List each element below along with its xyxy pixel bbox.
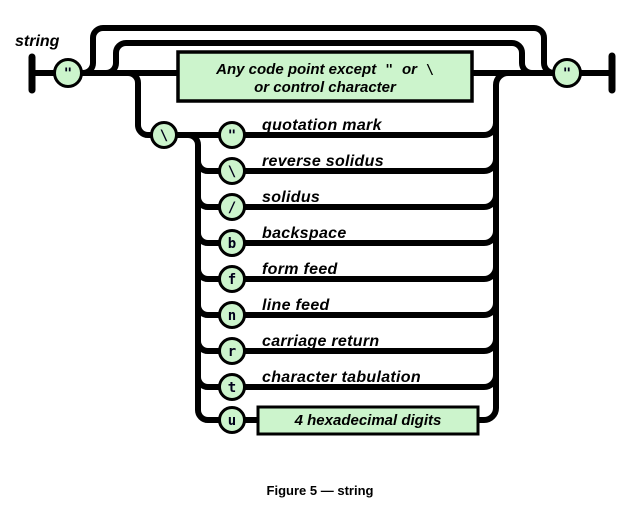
content-box-line1: Any code point except " or \: [215, 61, 434, 78]
escape-row-carriage-return: r carriage return: [218, 333, 379, 365]
escape-glyph: ": [228, 128, 236, 144]
escape-prefix-circle: [150, 121, 178, 149]
escape-row-backspace: b backspace: [218, 225, 347, 257]
escape-row-reverse-solidus: \ reverse solidus: [218, 153, 384, 185]
escape-glyph: u: [228, 413, 236, 429]
escape-glyph-circle: [218, 337, 246, 365]
close-quote-node: ": [552, 58, 582, 88]
escape-row-character-tabulation: t character tabulation: [218, 369, 421, 401]
escape-row-label: solidus: [262, 189, 320, 206]
hex-digits-label: 4 hexadecimal digits: [294, 412, 442, 429]
bypass-line: [82, 25, 555, 76]
escape-glyph: n: [228, 308, 236, 324]
escape-glyph-circle: [218, 406, 246, 434]
escape-row-label: backspace: [262, 225, 347, 242]
rule-name-label: string: [15, 33, 60, 50]
repeat-loop-line: [105, 40, 533, 76]
close-quote-glyph: ": [563, 66, 571, 82]
open-quote-node: ": [53, 58, 83, 88]
escape-row-label: form feed: [262, 261, 339, 278]
escape-glyph: /: [228, 200, 236, 216]
escape-glyph-circle: [218, 193, 246, 221]
track-lines: [28, 25, 616, 423]
content-box-quote-glyph: ": [385, 63, 393, 78]
escape-row-quotation-mark: " quotation mark: [218, 117, 383, 149]
escape-prefix-glyph: \: [160, 128, 168, 144]
open-quote-circle: [53, 58, 83, 88]
escape-row-label: carriage return: [262, 333, 379, 350]
escape-glyph-circle: [218, 121, 246, 149]
escape-glyph-circle: [218, 229, 246, 257]
content-box: Any code point except " or \ or control cha…: [176, 50, 474, 103]
escape-left-branches: [195, 160, 220, 390]
escape-row-label: quotation mark: [262, 117, 383, 134]
content-box-shape: [176, 50, 474, 103]
escape-left-rail: [176, 132, 220, 423]
escape-glyph: b: [228, 236, 236, 252]
escape-row-label: reverse solidus: [262, 153, 384, 170]
escape-row-line-feed: n line feed: [218, 297, 331, 329]
escape-right-rail: [244, 70, 509, 408]
escape-glyph: \: [228, 164, 236, 180]
close-quote-circle: [552, 58, 582, 88]
escape-glyph-circle: [218, 301, 246, 329]
figure-caption: Figure 5 — string: [267, 483, 374, 498]
open-quote-glyph: ": [64, 66, 72, 82]
escape-right-branches: [244, 158, 499, 423]
escape-glyph: r: [228, 344, 236, 360]
escape-row-label: line feed: [262, 297, 331, 314]
escape-glyph-circle: [218, 373, 246, 401]
content-box-line1-text: Any code point except: [215, 61, 377, 78]
content-box-or-text: or: [402, 61, 418, 78]
content-box-line2: or control character: [254, 79, 397, 96]
escape-row-form-feed: f form feed: [218, 261, 339, 293]
escape-glyph: t: [228, 380, 236, 396]
escape-branch-line: [127, 70, 152, 138]
escape-glyph: f: [228, 272, 236, 288]
content-box-backslash-glyph: \: [426, 63, 434, 78]
hex-digits-box: [256, 405, 480, 436]
escape-glyph-circle: [218, 265, 246, 293]
escape-row-label: character tabulation: [262, 369, 421, 386]
escape-glyph-circle: [218, 157, 246, 185]
escape-prefix-node: \: [150, 121, 178, 149]
escape-row-solidus: / solidus: [218, 189, 320, 221]
escape-row-unicode: u 4 hexadecimal digits: [218, 405, 480, 436]
